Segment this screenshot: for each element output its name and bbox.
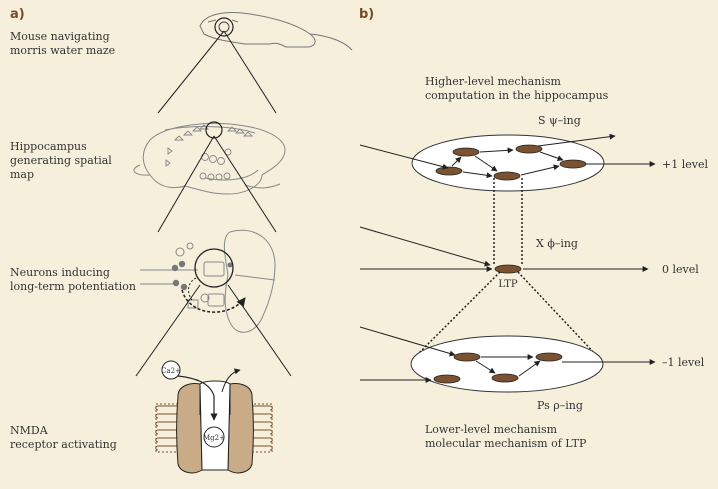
neuron-focus-circle — [194, 248, 234, 288]
panel-a-label: a) — [10, 7, 25, 22]
calcium-flow-arrow — [177, 375, 218, 421]
higher-level-subtitle: computation in the hippocampus — [425, 89, 609, 102]
higher-level-title: Higher-level mechanism — [425, 75, 561, 88]
magnesium-exit-arrow — [221, 368, 241, 393]
ltp-dashed-arrow-inner — [188, 277, 197, 301]
input-arrow-top — [359, 144, 449, 170]
ltp-dashed-arrow — [181, 289, 246, 313]
level-mouse-label: Mouse navigating morris water maze — [10, 30, 116, 57]
level-hippocampus-label: Hippocampus generating spatial map — [10, 140, 112, 181]
calcium-ion — [161, 360, 181, 380]
top-tag: S ψ–ing — [538, 114, 581, 127]
membrane-right — [245, 403, 273, 453]
level-neurons-label: Neurons inducing long-term potentiation — [10, 266, 136, 293]
middle-tag: X ϕ–ing — [536, 237, 578, 250]
calcium-ion-label: Ca2+ — [161, 367, 181, 375]
lower-level-subtitle: molecular mechanism of LTP — [425, 437, 587, 450]
zoom-lines — [157, 30, 277, 114]
panel-b-label: b) — [359, 7, 375, 22]
ltp-node — [494, 264, 522, 274]
level-nmda-label: NMDA receptor activating — [10, 424, 117, 451]
hippocampus-focus-circle — [205, 121, 223, 139]
input-arrow-middle-1 — [359, 226, 491, 267]
level-connectors — [414, 178, 599, 358]
magnesium-ion — [203, 426, 225, 448]
upper-network-arrows — [451, 133, 656, 179]
lower-network-arrows — [475, 354, 656, 377]
hippocampus-drawing — [133, 123, 286, 195]
mouse-drawing — [199, 12, 353, 51]
hippocampus-cells — [165, 124, 254, 181]
neurons-dots — [171, 260, 233, 291]
level-plus-one: +1 level — [662, 158, 708, 171]
level-zero: 0 level — [662, 263, 699, 276]
lower-network — [433, 352, 563, 384]
level-minus-one: –1 level — [662, 356, 705, 369]
magnesium-ion-label: Mg2+ — [203, 434, 225, 442]
neurons-drawing — [140, 229, 276, 333]
zoom-lines — [135, 284, 292, 377]
zoom-lines — [157, 135, 277, 233]
lower-level-title: Lower-level mechanism — [425, 423, 558, 436]
input-arrow-bottom-1 — [359, 326, 456, 357]
lower-level-ellipse — [410, 335, 604, 393]
bottom-tag: Ps ρ–ing — [537, 399, 583, 412]
ltp-label: LTP — [498, 279, 517, 290]
